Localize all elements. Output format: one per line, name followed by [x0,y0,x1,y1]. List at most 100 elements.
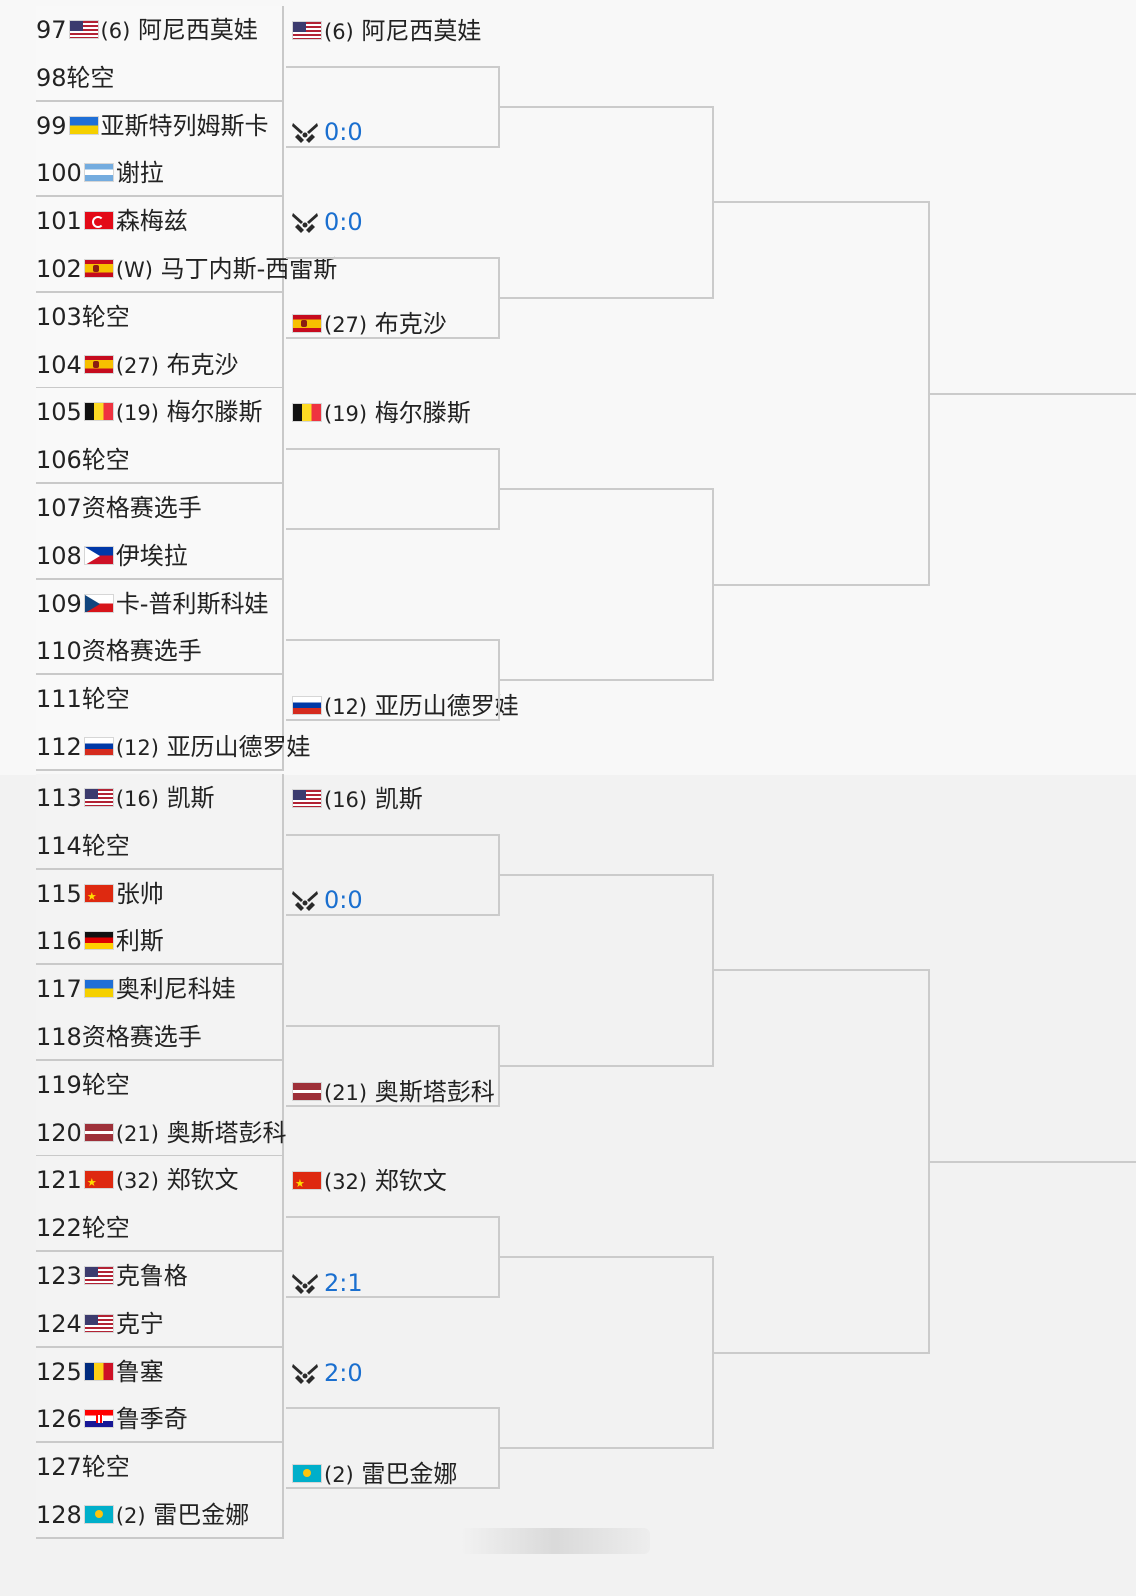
player-seed: (6) [324,20,354,44]
round1-entry[interactable]: 113(16) 凯斯 [36,778,215,818]
round2-player[interactable]: (32) 郑钦文 [290,1161,447,1204]
round2-match-score[interactable]: 0:0 [290,112,363,152]
seed-number: 124 [36,1309,82,1338]
round1-entry[interactable]: 106轮空 [36,440,130,480]
round1-entry[interactable]: 114轮空 [36,826,130,866]
round1-entry[interactable]: 121(32) 郑钦文 [36,1160,239,1203]
flag-es-icon [292,313,322,333]
round2-player[interactable]: (2) 雷巴金娜 [290,1454,457,1494]
player-name: 凯斯 [166,784,215,812]
round1-entry[interactable]: 107资格赛选手 [36,488,202,528]
round1-entry[interactable]: 102(W) 马丁内斯-西雷斯 [36,249,337,289]
round1-match-box[interactable] [36,388,284,485]
round2-player[interactable]: (12) 亚历山德罗娃 [290,686,519,726]
round1-entry[interactable]: 118资格赛选手 [36,1017,202,1057]
round1-match-box[interactable] [36,675,284,771]
player-name: 鲁季奇 [115,1405,188,1434]
round2-match-score[interactable]: 0:0 [290,202,363,242]
round1-match-box[interactable] [36,292,284,389]
round1-match-box[interactable] [36,1156,284,1253]
flag-ru-icon [83,737,114,756]
seed-number: 97 [36,16,67,44]
flag-us-icon [83,1313,114,1333]
bracket-line [498,65,500,148]
player-name: 轮空 [81,685,130,714]
round2-match-score[interactable]: 2:0 [290,1353,363,1393]
player-name: 资格赛选手 [81,494,202,522]
round2-player[interactable]: (21) 奥斯塔彭科 [290,1072,495,1112]
round2-match-score[interactable]: 2:1 [290,1263,363,1303]
round2-match-score[interactable]: 0:0 [290,880,363,920]
round1-match-box[interactable] [36,197,284,293]
bracket-line [712,105,714,299]
bracket-line [930,392,1136,395]
bracket-line [500,1064,714,1067]
bracket-line [286,639,500,642]
flag-kz-icon [292,1464,322,1483]
round2-player[interactable]: (6) 阿尼西莫娃 [290,11,481,51]
player-seed: (27) [115,353,159,378]
bracket-line [286,336,500,339]
round1-entry[interactable]: 112(12) 亚历山德罗娃 [36,727,311,767]
player-name: 郑钦文 [166,1166,239,1195]
round1-match-box[interactable] [36,579,284,676]
player-name: 轮空 [81,302,130,331]
round1-entry[interactable]: 108 伊埃拉 [36,536,188,576]
seed-number: 105 [36,398,82,427]
round1-entry[interactable]: 127轮空 [36,1447,130,1487]
seed-number: 108 [36,541,82,570]
bracket-line [930,1160,1136,1163]
round1-entry[interactable]: 105(19) 梅尔滕斯 [36,392,263,432]
bracket-line [286,145,500,148]
bracket-line [500,488,714,491]
round1-entry[interactable]: 103轮空 [36,297,130,337]
player-name: 伊埃拉 [115,541,188,570]
round1-entry[interactable]: 110资格赛选手 [36,631,202,671]
flag-ru-icon [292,696,322,715]
match-score: 0:0 [324,886,363,915]
round1-match-box[interactable] [36,774,284,870]
round1-match-box[interactable] [36,1060,284,1157]
flag-cn-icon [83,1163,114,1203]
round1-entry[interactable]: 115张帅 [36,874,164,917]
player-name: 轮空 [81,1214,130,1243]
round1-match-box[interactable] [36,1347,284,1444]
match-score: 0:0 [324,208,363,237]
player-name: 轮空 [66,63,115,92]
bracket-line [714,1351,930,1354]
round1-entry[interactable]: 104(27) 布克沙 [36,345,239,385]
round1-entry[interactable]: 111轮空 [36,679,130,719]
round1-match-box[interactable] [36,965,284,1061]
bracket-line [500,1447,714,1450]
round1-entry[interactable]: 97(6) 阿尼西莫娃 [36,10,258,50]
round2-player[interactable]: (27) 布克沙 [290,304,447,344]
seed-number: 125 [36,1357,82,1386]
round1-entry[interactable]: 128(2) 雷巴金娜 [36,1495,249,1535]
round2-player[interactable]: (16) 凯斯 [290,779,423,819]
round1-match-box[interactable] [36,1443,284,1539]
seed-number: 112 [36,733,82,761]
round1-match-box[interactable] [36,484,284,580]
round2-player[interactable]: (19) 梅尔滕斯 [290,393,471,433]
round1-match-box[interactable] [36,1252,284,1348]
round1-entry[interactable]: 98轮空 [36,58,115,98]
bracket-line [498,1216,500,1298]
round1-entry[interactable]: 120(21) 奥斯塔彭科 [36,1113,287,1153]
versus-swords-icon [290,1359,320,1385]
flag-ua-icon [68,115,99,135]
player-name: 梅尔滕斯 [166,398,263,427]
round1-match-box[interactable] [36,869,284,966]
bracket-line [712,873,714,1067]
round1-entry[interactable]: 122轮空 [36,1208,130,1248]
round1-entry[interactable]: 119轮空 [36,1065,130,1105]
